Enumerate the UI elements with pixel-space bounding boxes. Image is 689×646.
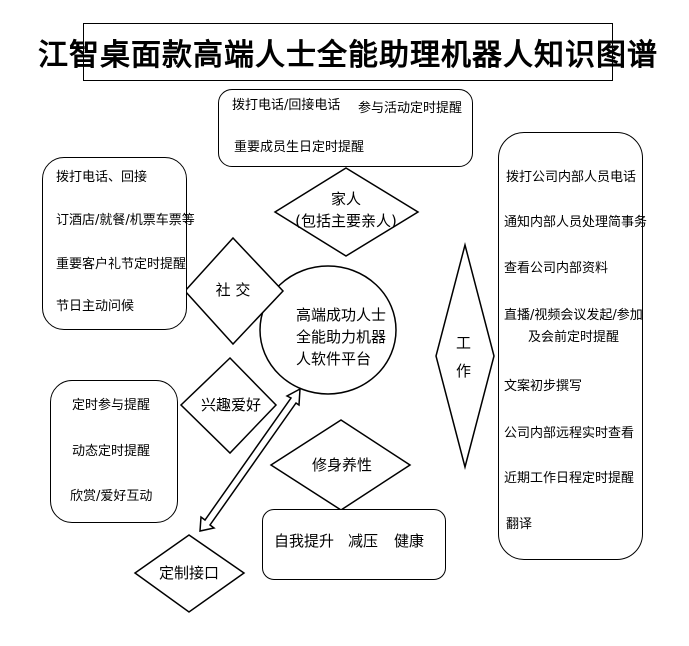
diagram-title: 江智桌面款高端人士全能助理机器人知识图谱: [38, 38, 658, 73]
social-item: 订酒店/就餐/机票车票等: [56, 213, 195, 228]
cultivation-item: 自我提升: [274, 532, 335, 550]
work-item: 文案初步撰写: [504, 379, 583, 394]
family-items-box: [218, 89, 473, 167]
work-item: 及会前定时提醒: [528, 330, 620, 345]
cultivation-items-box: [262, 509, 446, 580]
family-item: 参与活动定时提醒: [358, 101, 463, 116]
hobby-item: 动态定时提醒: [72, 444, 151, 459]
family-label-line: 家人: [330, 190, 361, 208]
hobby-label: 兴趣爱好: [200, 396, 261, 414]
social-diamond: [183, 236, 285, 346]
work-label-line: 工: [456, 334, 472, 352]
work-item: 翻译: [506, 517, 533, 532]
diagram-title-box: 江智桌面款高端人士全能助理机器人知识图谱: [38, 23, 657, 81]
social-item: 拨打电话、回接: [56, 170, 148, 185]
family-item: 拨打电话/回接电话: [232, 98, 341, 113]
cultivation-item: 减压: [348, 532, 379, 550]
social-item: 重要客户礼节定时提醒: [56, 257, 187, 272]
family-label-line: (包括主要亲人): [295, 212, 397, 230]
custom-interface-diamond: [133, 534, 246, 613]
work-item: 通知内部人员处理简事务: [504, 215, 648, 230]
center-line: 高端成功人士: [296, 306, 387, 324]
family-diamond: [273, 167, 420, 257]
cultivation-label: 修身养性: [311, 456, 372, 474]
custom-interface-label: 定制接口: [158, 564, 219, 582]
work-items-box: [498, 132, 643, 560]
social-label: 社 交: [215, 281, 251, 299]
family-item: 重要成员生日定时提醒: [234, 140, 365, 155]
work-item: 拨打公司内部人员电话: [506, 170, 637, 185]
social-item: 节日主动问候: [56, 299, 135, 314]
work-item: 公司内部远程实时查看: [504, 426, 635, 441]
work-item: 查看公司内部资料: [504, 261, 609, 276]
hobby-items-box: [50, 380, 178, 523]
work-item: 直播/视频会议发起/参加: [504, 308, 643, 323]
center-ellipse: [259, 265, 397, 395]
double-arrow: [199, 387, 301, 532]
cultivation-item: 健康: [394, 532, 425, 550]
work-diamond: [435, 242, 495, 470]
hobby-diamond: [179, 356, 278, 455]
center-line: 全能助力机器: [296, 328, 387, 346]
hobby-item: 欣赏/爱好互动: [70, 489, 153, 504]
work-label-line: 作: [456, 362, 472, 380]
social-items-box: [42, 157, 187, 330]
work-item: 近期工作日程定时提醒: [504, 471, 635, 486]
hobby-item: 定时参与提醒: [72, 398, 151, 413]
center-line: 人软件平台: [296, 350, 372, 368]
